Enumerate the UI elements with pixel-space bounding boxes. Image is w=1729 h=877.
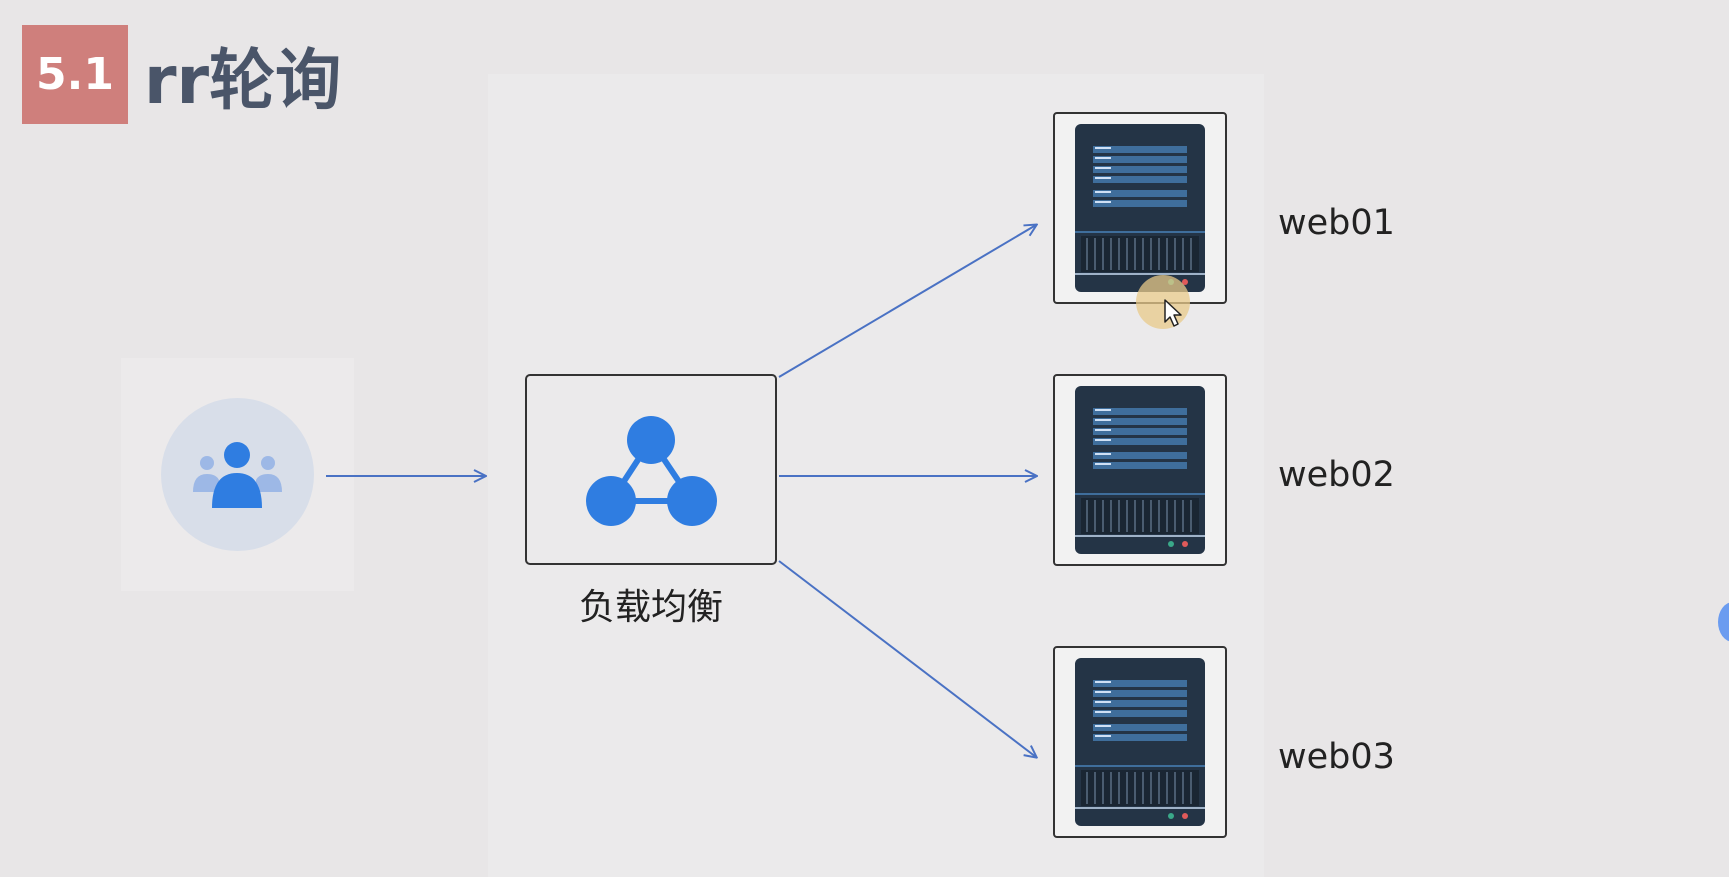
load-balancer-label: 负载均衡 (578, 587, 723, 628)
server-label-web03: web03 (1278, 737, 1395, 777)
server-label-web02: web02 (1278, 455, 1395, 495)
load-balancer-node (525, 374, 777, 565)
server-icon (1075, 386, 1205, 554)
slide-title: rr轮询 (144, 42, 342, 119)
section-number-badge: 5.1 (22, 25, 128, 124)
share-nodes-icon (586, 416, 717, 526)
edge-lb-to-web01 (778, 225, 1036, 378)
server-label-web01: web01 (1278, 203, 1395, 243)
users-icon (193, 442, 282, 508)
side-floating-button[interactable] (1718, 602, 1729, 642)
server-icon (1075, 124, 1205, 292)
server-icon (1075, 658, 1205, 826)
mouse-cursor-icon (1136, 275, 1190, 329)
edge-lb-to-web03 (778, 560, 1036, 757)
